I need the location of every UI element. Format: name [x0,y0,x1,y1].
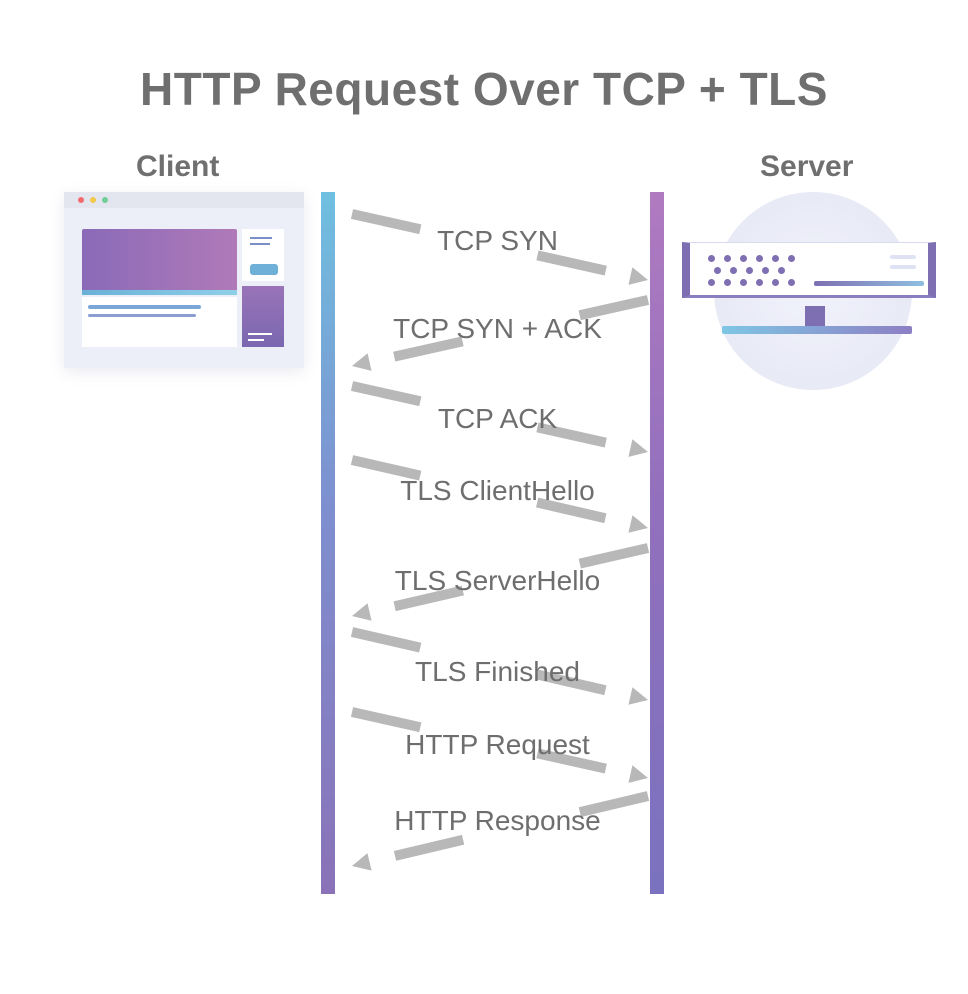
server-led [788,255,795,262]
server-led [730,267,737,274]
message-arrow [350,627,650,705]
message-arrow [350,791,650,871]
message-arrow-line [350,707,650,783]
browser-sidebar-panel [242,286,284,347]
client-label: Client [136,150,220,183]
message-arrowhead [628,687,648,705]
server-led [772,255,779,262]
browser-text-line [88,305,201,309]
server-status-bar [814,281,924,286]
server-led [762,267,769,274]
browser-panel-line [248,333,272,335]
diagram-title: HTTP Request Over TCP + TLS [140,63,828,115]
server-led [740,255,747,262]
server-led [746,267,753,274]
server-led [714,267,721,274]
server-led [778,267,785,274]
message-arrow [350,543,650,621]
browser-sidebar-line [250,237,272,239]
browser-sidebar-line [250,243,270,245]
message-arrowhead [628,765,648,783]
message-label: TCP SYN [437,225,558,256]
server-label: Server [760,150,854,183]
client-browser-illustration [64,192,304,368]
browser-title-bar [64,192,304,208]
message-label: TCP ACK [437,403,558,434]
message-arrow-line [350,295,650,371]
message-label: HTTP Response [394,805,601,836]
message-label: TLS Finished [415,656,580,687]
server-led [724,279,731,286]
browser-panel-line [248,339,264,341]
message-arrow-line [350,543,650,621]
server-base [722,326,912,334]
message-arrow-line [350,209,650,285]
browser-text-line [88,314,196,317]
browser-minimize-dot [90,197,96,203]
message-arrowhead [352,603,372,621]
message-arrow [350,295,650,371]
message-arrow-line [350,791,650,871]
client-timeline [321,192,335,894]
server-led [740,279,747,286]
browser-maximize-dot [102,197,108,203]
browser-sidebar-button [250,264,278,275]
server-slot [890,265,916,269]
server-rack-illustration [682,242,936,298]
message-arrowhead [628,439,648,457]
server-led [788,279,795,286]
message-label: TCP SYN + ACK [393,313,602,344]
message-arrow-line [350,627,650,705]
server-led [708,255,715,262]
message-arrowhead [352,853,372,871]
server-led [756,279,763,286]
message-arrow [350,209,650,285]
server-led [724,255,731,262]
message-label: TLS ServerHello [394,565,601,596]
server-led [756,255,763,262]
server-stand [805,306,825,328]
server-led [708,279,715,286]
server-slot [890,255,916,259]
message-arrowhead [352,353,372,371]
message-arrow-line [350,455,650,533]
message-arrow [350,455,650,533]
message-arrow [350,707,650,783]
browser-close-dot [78,197,84,203]
message-arrowhead [628,515,648,533]
message-arrow [350,381,650,457]
message-arrowhead [628,267,648,285]
browser-hero-block [82,229,237,295]
browser-hero-strip [82,290,237,295]
server-timeline [650,192,664,894]
message-arrow-line [350,381,650,457]
message-label: HTTP Request [405,729,590,760]
message-label: TLS ClientHello [400,475,595,506]
server-led [772,279,779,286]
